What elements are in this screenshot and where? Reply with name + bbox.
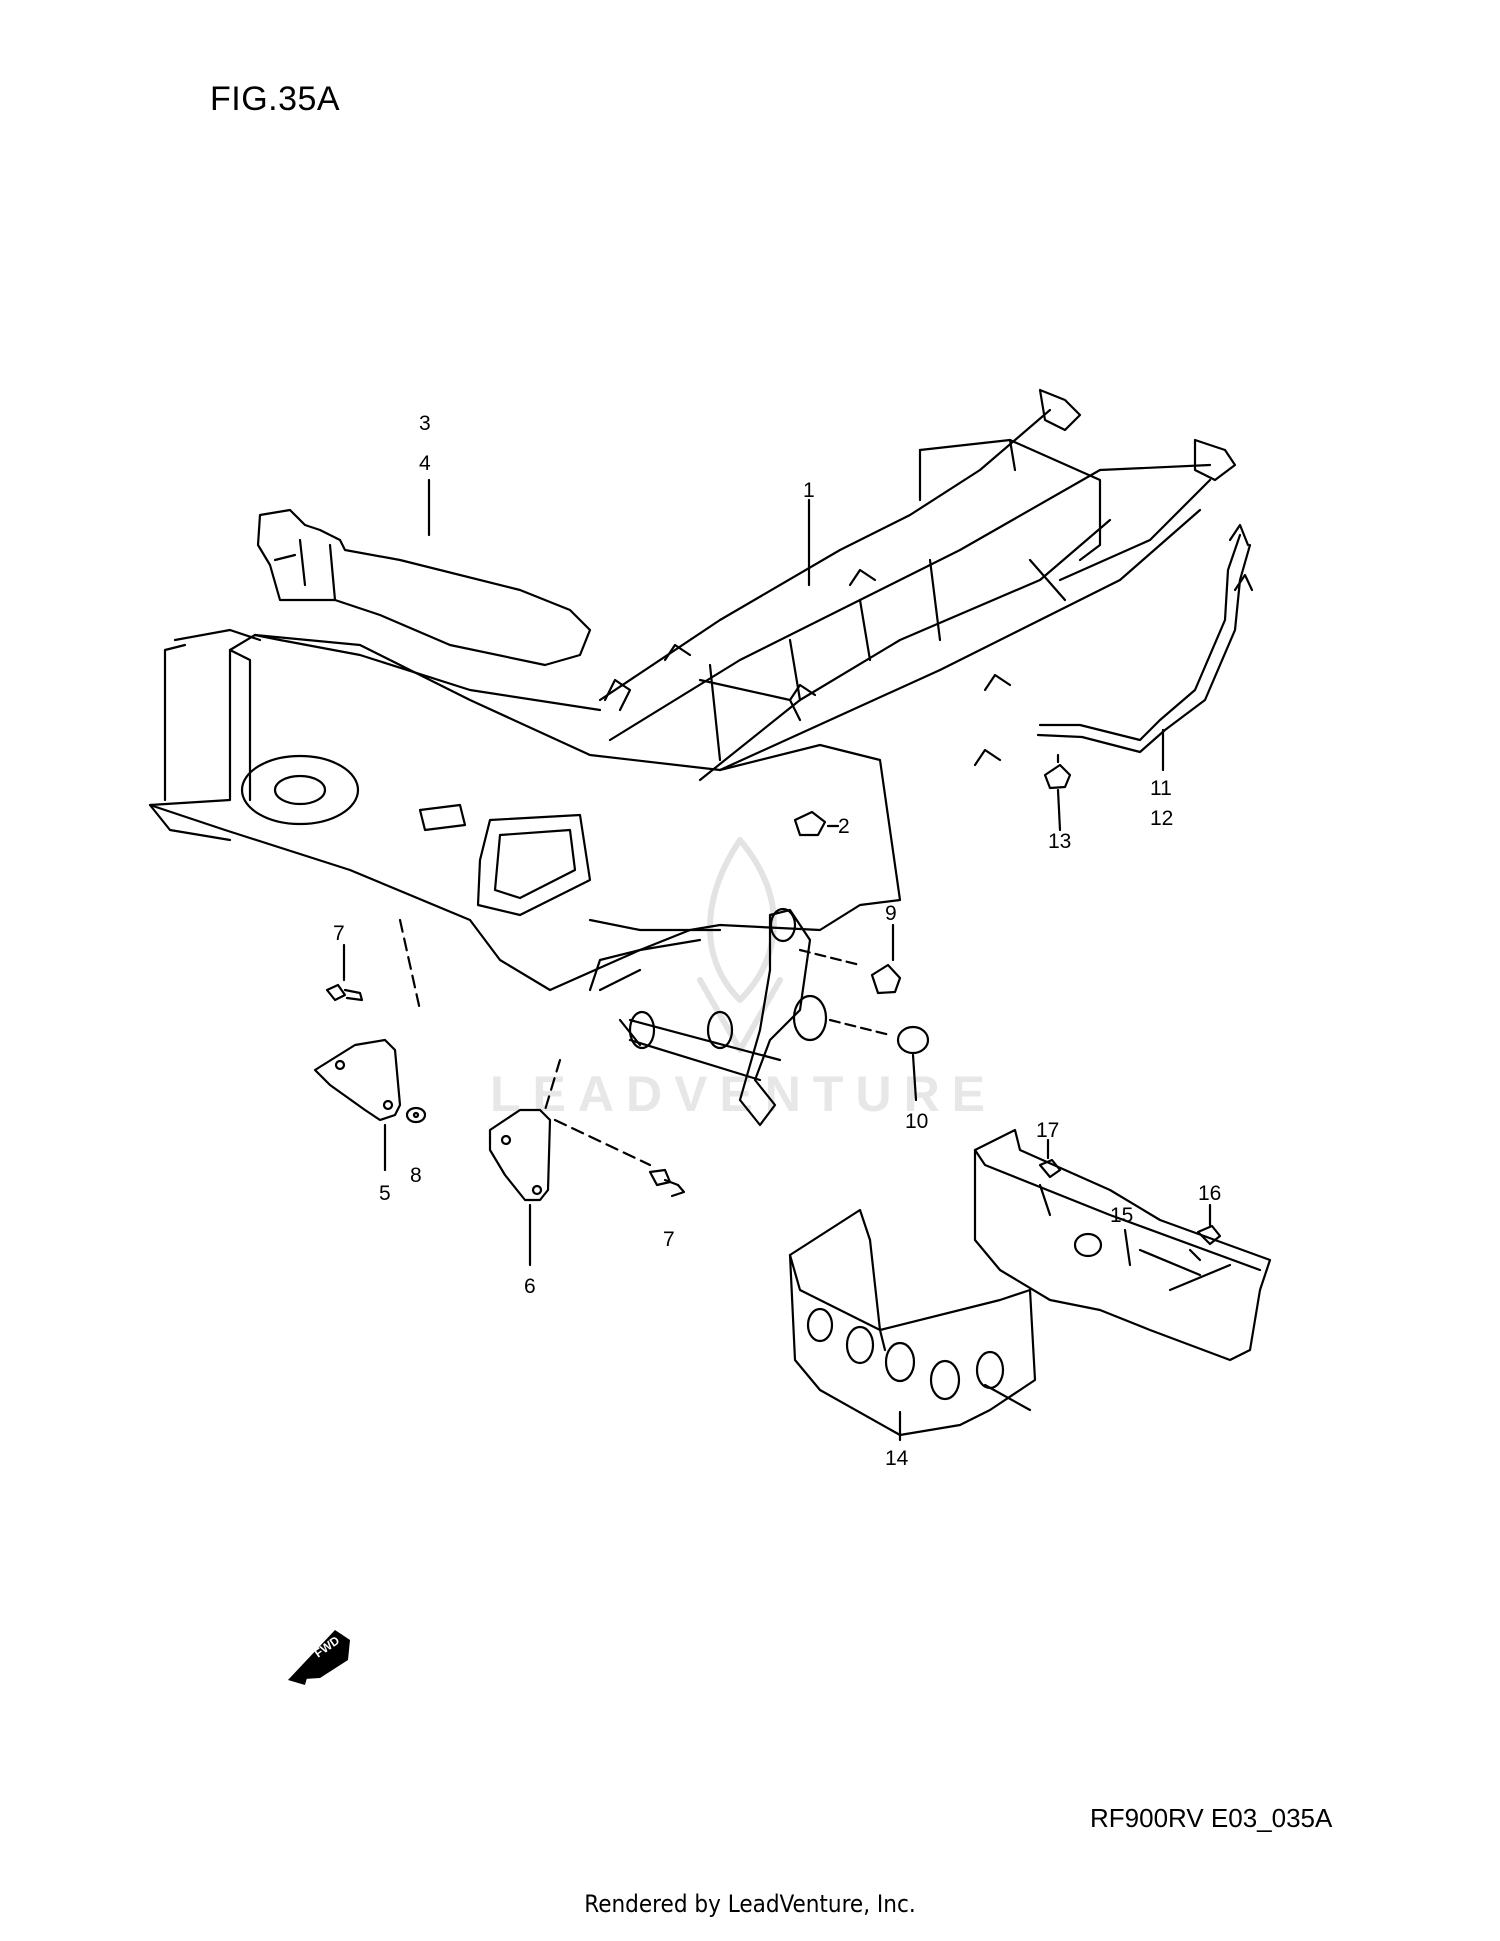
- bushing-part-9[interactable]: [870, 923, 902, 995]
- frame-cover-part-3-4[interactable]: [256, 478, 592, 667]
- bolt-part-17[interactable]: [1038, 1138, 1062, 1179]
- bolt-part-7-right[interactable]: [648, 1168, 686, 1198]
- callout-14: 14: [885, 1447, 909, 1470]
- cap-part-10[interactable]: [798, 948, 930, 1102]
- callout-16: 16: [1198, 1182, 1221, 1205]
- engine-bracket-part-5[interactable]: [313, 1038, 402, 1172]
- callout-7-right: 7: [663, 1228, 675, 1251]
- diagram-code: RF900RV E03_035A: [1090, 1803, 1333, 1833]
- callout-2: 2: [838, 815, 850, 838]
- washer-part-8[interactable]: [405, 1106, 427, 1124]
- callout-4: 4: [419, 452, 431, 475]
- callout-10: 10: [905, 1110, 928, 1133]
- callout-11: 11: [1150, 777, 1172, 800]
- bolt-part-16[interactable]: [1188, 1203, 1222, 1262]
- callout-3: 3: [419, 412, 431, 435]
- engine-bracket-part-6[interactable]: [488, 1108, 652, 1267]
- callout-5: 5: [379, 1182, 391, 1205]
- callout-6: 6: [524, 1275, 536, 1298]
- frame-brace-part-11-12[interactable]: [1036, 523, 1254, 772]
- main-frame-part-1[interactable]: [148, 388, 1237, 1127]
- bolt-part-7-left[interactable]: [325, 943, 364, 1002]
- figure-title: FIG.35A: [210, 80, 341, 118]
- lower-guard-part-14[interactable]: [788, 1208, 1037, 1442]
- callout-7-left: 7: [333, 922, 345, 945]
- callout-17: 17: [1036, 1119, 1059, 1142]
- callout-9: 9: [885, 902, 897, 925]
- skid-plate-part-15[interactable]: [973, 1128, 1272, 1362]
- callout-12: 12: [1150, 807, 1173, 830]
- footer-credit: Rendered by LeadVenture, Inc.: [584, 1890, 916, 1918]
- callout-13: 13: [1048, 830, 1071, 853]
- callout-1: 1: [803, 479, 815, 502]
- forward-arrow-icon: [288, 1630, 350, 1685]
- watermark: LEADVENTURE: [490, 1066, 998, 1122]
- nut-part-2[interactable]: [793, 810, 840, 837]
- grommet-part-13[interactable]: [1043, 753, 1072, 832]
- callout-8: 8: [410, 1164, 422, 1187]
- callout-15: 15: [1110, 1204, 1133, 1227]
- callout-labels: 1 2 3 4 5 6 7 7 8 9 10 11 12 13 14 15 16…: [333, 412, 1221, 1470]
